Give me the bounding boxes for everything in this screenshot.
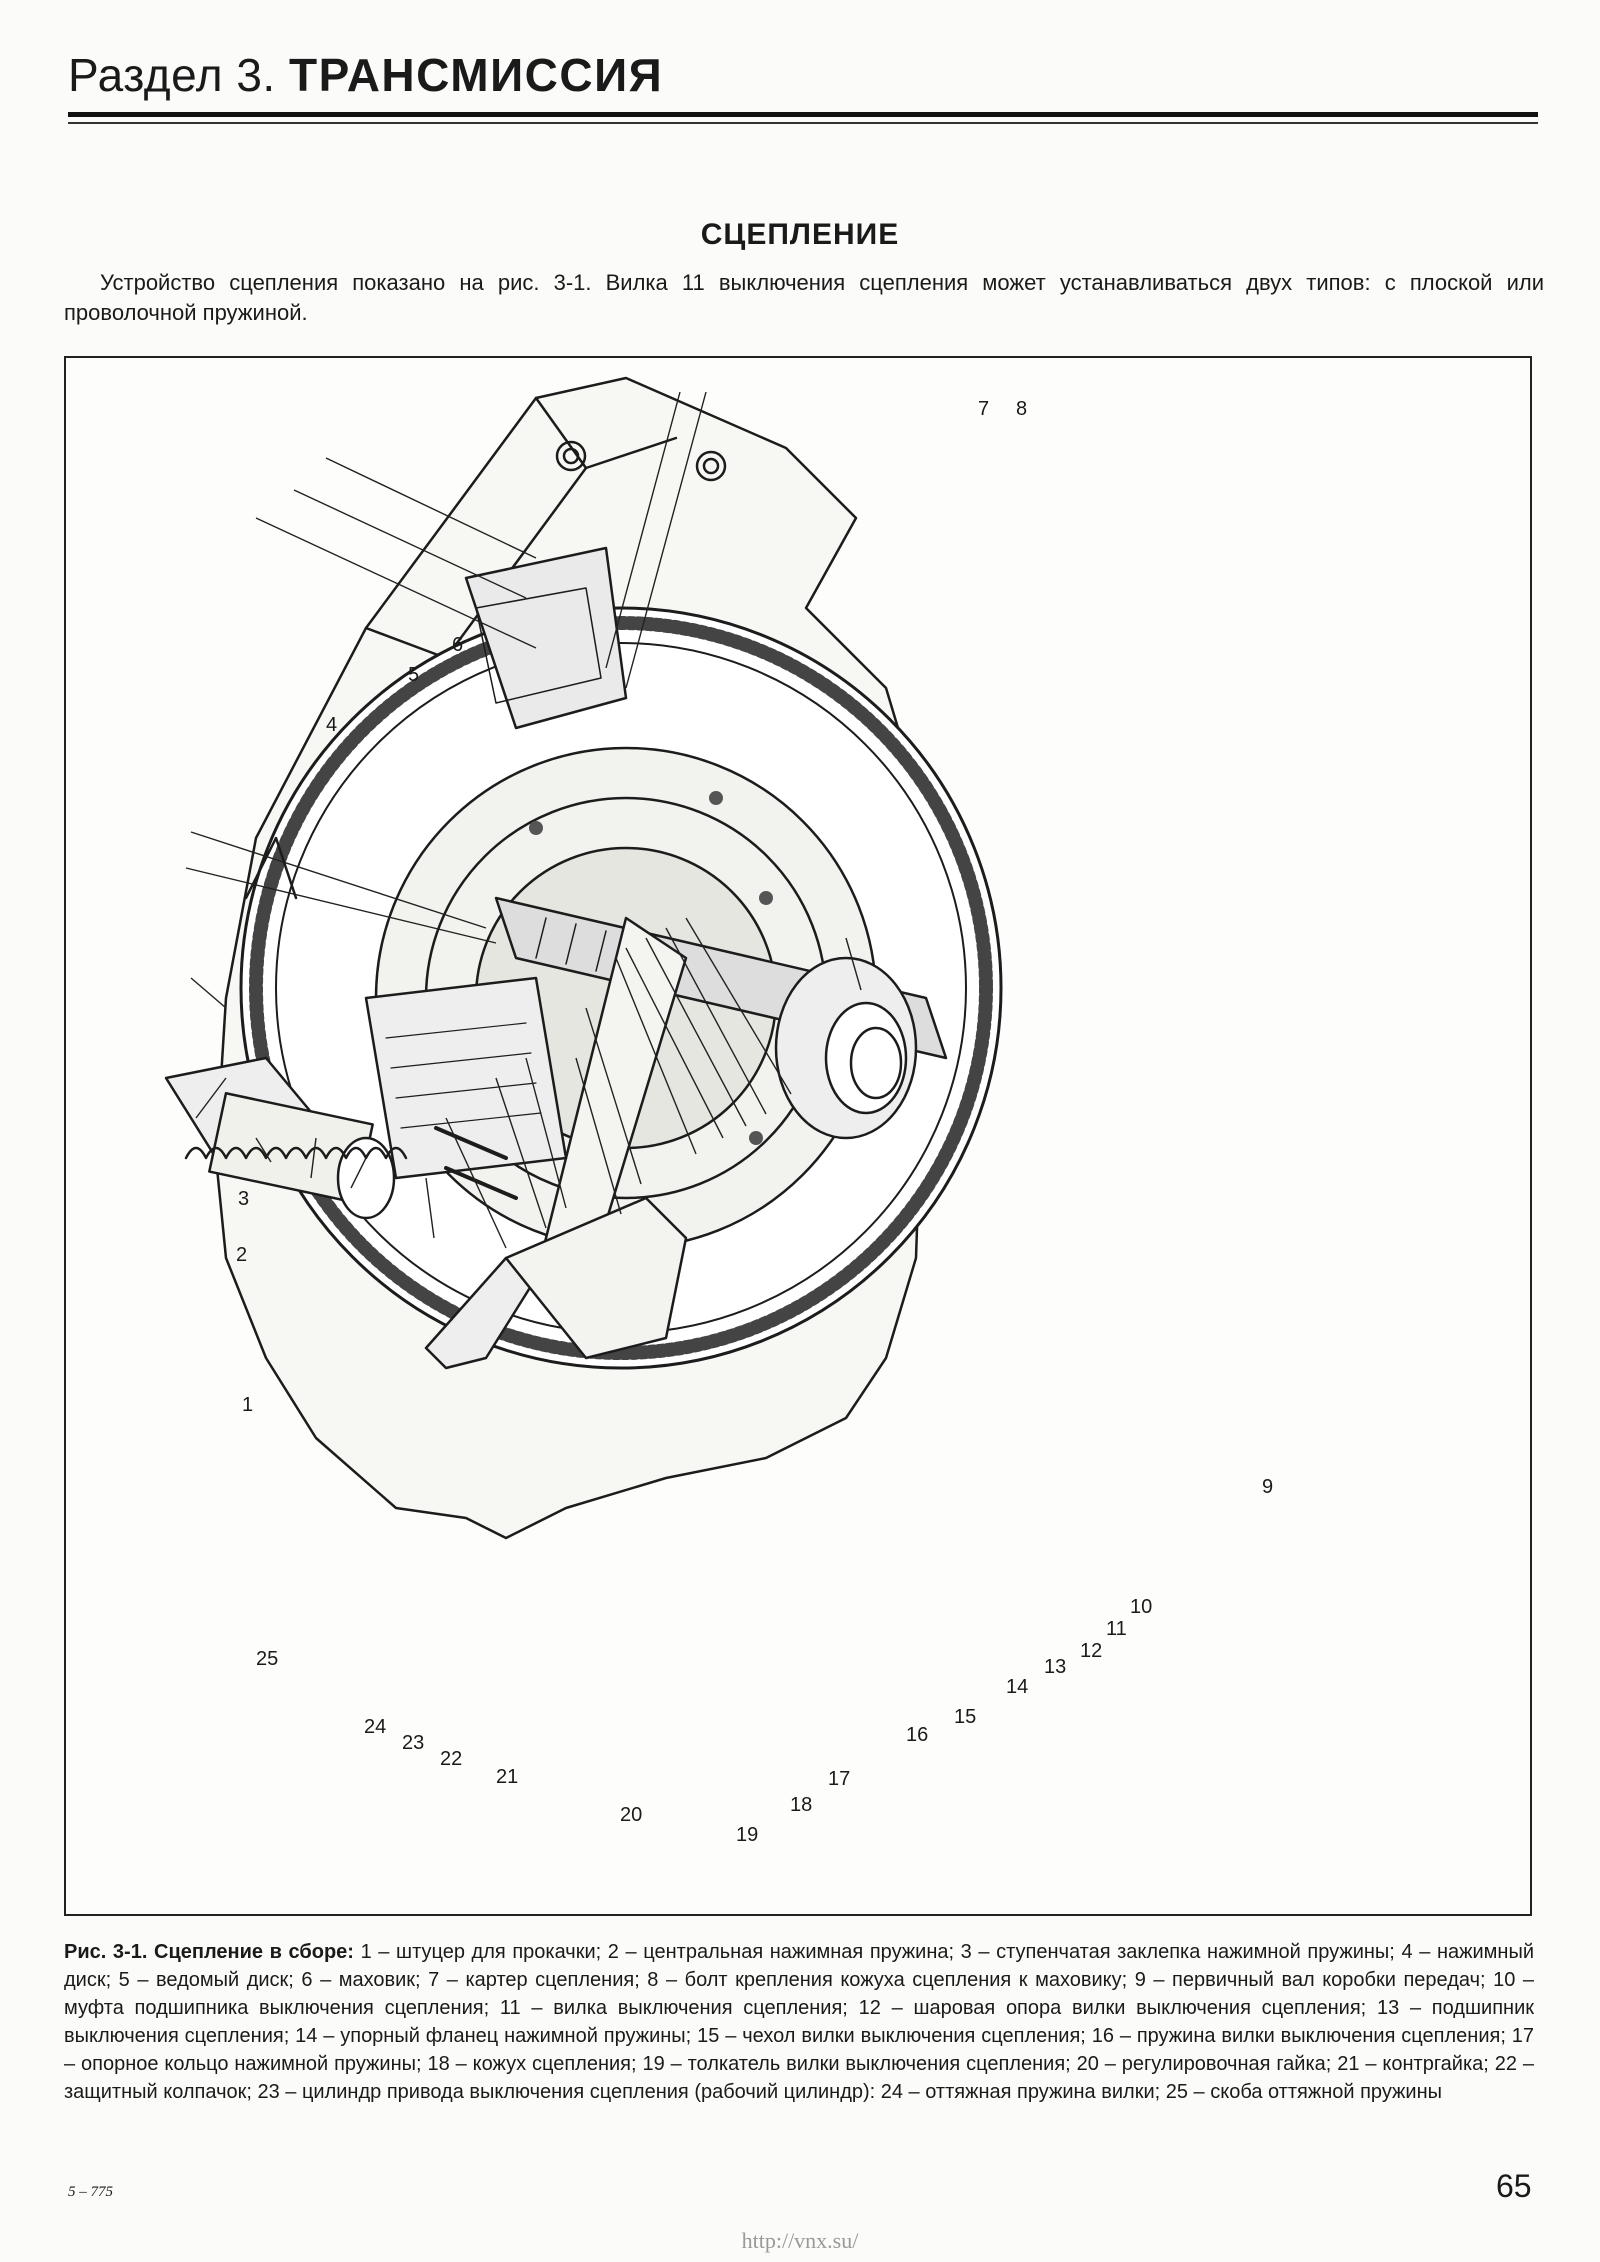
callout-23: 23 <box>402 1732 425 1754</box>
intro-paragraph: Устройство сцепления показано на рис. 3-… <box>64 268 1544 328</box>
fork-spring <box>184 1146 408 1160</box>
pressure-plate <box>364 976 568 1180</box>
callout-1: 1 <box>242 1394 254 1416</box>
clutch-figure: 1 2 3 4 5 6 7 8 9 10 11 12 13 14 15 16 1… <box>64 356 1532 1916</box>
footer-url[interactable]: http://vnx.su/ <box>741 2228 859 2253</box>
page-number: 65 <box>1496 2168 1532 2204</box>
callout-10: 10 <box>1130 1596 1153 1618</box>
caption-body: 1 – штуцер для прокачки; 2 – центральная… <box>64 1941 1534 2103</box>
clutch-drawing <box>164 376 1003 1540</box>
callout-7: 7 <box>978 398 990 420</box>
callout-20: 20 <box>620 1804 643 1826</box>
callout-3: 3 <box>238 1188 250 1210</box>
callout-8: 8 <box>1016 398 1028 420</box>
callout-5: 5 <box>408 664 420 686</box>
caption-head: Рис. 3-1. Сцепление в сборе: <box>64 1941 354 1963</box>
callout-6: 6 <box>452 634 464 656</box>
header-rule-thin <box>68 122 1538 124</box>
callout-17: 17 <box>828 1768 851 1790</box>
header-name: ТРАНСМИССИЯ <box>288 49 664 101</box>
callout-labels: 1 2 3 4 5 6 7 8 9 10 11 12 13 14 15 16 1… <box>66 358 1530 1914</box>
callout-22: 22 <box>440 1748 463 1770</box>
section-title: СЦЕПЛЕНИЕ <box>700 218 900 251</box>
callout-14: 14 <box>1006 1676 1029 1698</box>
header-section: Раздел 3. <box>68 49 276 101</box>
callout-25: 25 <box>256 1648 279 1670</box>
callout-13: 13 <box>1044 1656 1067 1678</box>
figure-caption: Рис. 3-1. Сцепление в сборе: 1 – штуцер … <box>64 1938 1534 2106</box>
callout-2: 2 <box>236 1244 248 1266</box>
page-header: Раздел 3. ТРАНСМИССИЯ <box>68 48 1538 124</box>
intro-text: Устройство сцепления показано на рис. 3-… <box>64 270 1544 325</box>
callout-15: 15 <box>954 1706 977 1728</box>
callout-12: 12 <box>1080 1640 1103 1662</box>
callout-19: 19 <box>736 1824 759 1846</box>
callout-18: 18 <box>790 1794 813 1816</box>
footer-code: 5 – 775 <box>68 2184 113 2200</box>
header-title: Раздел 3. ТРАНСМИССИЯ <box>68 48 663 102</box>
callout-21: 21 <box>496 1766 519 1788</box>
callout-16: 16 <box>906 1724 929 1746</box>
callout-4: 4 <box>326 714 338 736</box>
callout-11: 11 <box>1106 1618 1127 1640</box>
header-rule <box>68 112 1538 117</box>
clutch-cover <box>464 546 628 730</box>
callout-9: 9 <box>1262 1476 1274 1498</box>
callout-24: 24 <box>364 1716 387 1738</box>
